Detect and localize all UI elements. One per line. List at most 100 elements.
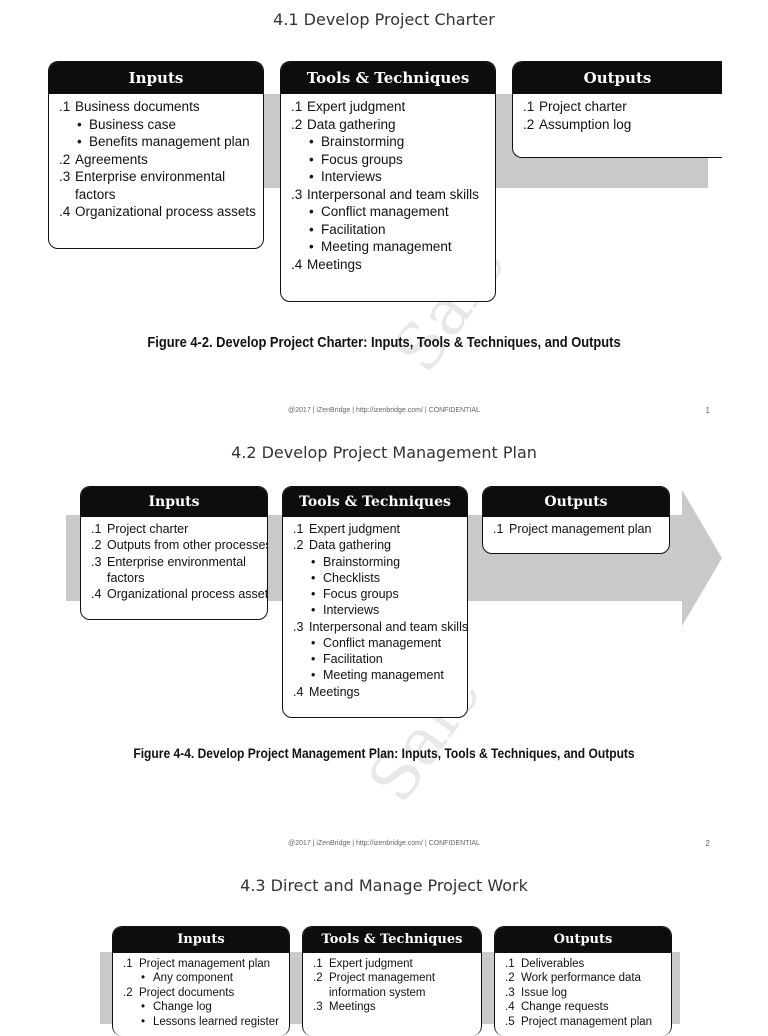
item-text: Meetings [307, 256, 362, 272]
sub-item: Lessons learned register [123, 1015, 281, 1030]
item-number: .4 [293, 684, 304, 699]
item-number: .2 [91, 538, 102, 553]
sub-item: Business case [59, 116, 255, 134]
sub-item: Checklists [293, 570, 459, 587]
item-text: Project management [329, 972, 436, 985]
item-text: Enterprise environmental [75, 169, 226, 185]
item-number: .3 [293, 619, 304, 634]
item-number: .2 [291, 116, 303, 132]
sub-item: Interviews [291, 168, 487, 186]
item-text: Project management plan [521, 1015, 653, 1028]
item-number: .1 [293, 522, 304, 536]
item-text: Work performance data [521, 972, 641, 985]
item-number: .2 [123, 986, 133, 999]
sub-item: Brainstorming [293, 554, 459, 571]
item-text: Project charter [107, 522, 189, 536]
flow-arrow-head-2 [682, 490, 722, 626]
item-text: Project management plan [139, 958, 271, 970]
item-text: Business documents [75, 99, 200, 114]
sub-item: Benefits management plan [59, 133, 255, 151]
list-item: .1 Project charter [523, 98, 714, 116]
list-item: .2 Work performance data [505, 971, 663, 985]
list-item: .4 Meetings [293, 684, 459, 700]
section-title-1: 4.1 Develop Project Charter [273, 10, 495, 29]
outputs-list: .1 Deliverables .2 Work performance data .3 I… [495, 953, 671, 1035]
item-number: .1 [91, 522, 102, 536]
item-number: .3 [505, 986, 515, 999]
item-number: .2 [59, 151, 71, 167]
item-number: .5 [505, 1015, 515, 1028]
item-text: Interpersonal and team skills [309, 619, 468, 634]
list-item: .2 Data gathering [293, 537, 459, 553]
tools-heading: Tools & Techniques [281, 62, 495, 94]
item-number: .1 [291, 99, 303, 114]
item-number: .1 [523, 99, 535, 114]
section-title-3: 4.3 Direct and Manage Project Work [240, 876, 528, 895]
item-number: .1 [505, 958, 515, 970]
outputs-list: .1 Project management plan [483, 517, 669, 543]
sub-item: Focus groups [291, 151, 487, 169]
list-item: .3 Enterprise environmental [91, 554, 259, 570]
item-text: Change requests [521, 1001, 609, 1014]
item-text: Agreements [75, 151, 148, 167]
item-number: .2 [313, 972, 323, 985]
item-number: .1 [493, 522, 504, 536]
item-number: .2 [505, 972, 515, 985]
item-text: Expert judgment [307, 99, 406, 114]
item-text: Data gathering [307, 116, 396, 132]
item-text: Meetings [309, 684, 360, 699]
outputs-heading: Outputs [513, 62, 722, 94]
figure-caption-1: Figure 4-2. Develop Project Charter: Inp… [147, 334, 621, 351]
item-text: Assumption log [539, 116, 632, 132]
list-item: .2 Project management [313, 971, 473, 985]
item-text-continued: factors [107, 570, 145, 585]
item-number: .3 [291, 186, 303, 202]
list-item: .3 Issue log [505, 986, 663, 1000]
item-number: .4 [505, 1001, 515, 1014]
item-number: .3 [313, 1001, 323, 1014]
inputs-list: .1 Project charter .2 Outputs from other pr… [81, 517, 267, 608]
item-text: Issue log [521, 986, 568, 999]
item-text: Deliverables [521, 958, 585, 970]
item-text: Outputs from other processes [107, 538, 268, 553]
item-text-continued: information system [329, 986, 426, 999]
inputs-heading: Inputs [81, 487, 267, 517]
item-text: Project management plan [509, 522, 652, 536]
page-footer-2: @2017 | iZenBridge | http://izenbridge.c… [288, 840, 480, 847]
list-item: .4 Change requests [505, 1000, 663, 1014]
sub-item: Facilitation [291, 221, 487, 239]
item-text: Project charter [539, 99, 627, 114]
page-number-1: 1 [705, 406, 710, 415]
item-number: .2 [293, 538, 304, 553]
sub-item: Brainstorming [291, 133, 487, 151]
item-number: .2 [523, 116, 535, 132]
sub-item: Conflict management [293, 635, 459, 652]
item-number: .1 [59, 99, 71, 114]
item-text: Enterprise environmental [107, 554, 246, 569]
item-number: .3 [91, 554, 102, 569]
inputs-list: .1 Business documentsBusiness caseBenefit… [49, 94, 263, 227]
outputs-heading: Outputs [495, 927, 671, 953]
item-text: Data gathering [309, 538, 392, 553]
inputs-heading: Inputs [49, 62, 263, 94]
inputs-box-1: Inputs .1 Business documentsBusiness case… [48, 61, 264, 249]
item-number: .4 [91, 587, 102, 601]
item-number: .1 [313, 958, 323, 970]
